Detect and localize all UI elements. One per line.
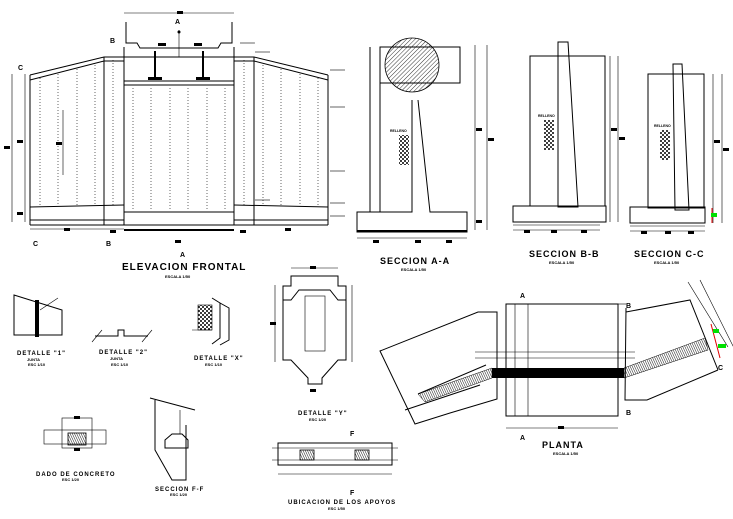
section-marker-b-top: B [110, 38, 115, 45]
title-seccion-b-b: SECCION B-B [529, 249, 600, 259]
view-detalle-x: DETALLE "X" ESC 1/10 [192, 297, 244, 367]
title-seccion-a-a: SECCION A-A [380, 256, 450, 266]
scale-detalle-y: ESC 1/20 [309, 417, 327, 422]
title-dado-concreto: DADO DE CONCRETO [36, 472, 116, 478]
section-marker-b-planta-bottom: B [626, 410, 631, 417]
view-elevacion-frontal: A B C C B A ELEVACION FRONTAL ESCALA 1/5… [4, 11, 345, 279]
scale-detalle-1: ESC 1/10 [28, 362, 46, 367]
view-seccion-c-c: RELLENO SECCION C-C ESCALA 1/50 [629, 63, 729, 265]
scale-seccion-a-a: ESCALA 1/50 [401, 267, 427, 272]
title-seccion-f-f: SECCION F-F [155, 487, 204, 493]
scale-seccion-f-f: ESC 1/20 [170, 492, 188, 497]
view-seccion-b-b: RELLENO SECCION B-B ESCALA 1/50 [512, 41, 625, 265]
scale-dado-concreto: ESC 1/20 [62, 477, 80, 482]
scale-detalle-x: ESC 1/10 [205, 362, 223, 367]
section-marker-b-bottom: B [106, 241, 111, 248]
section-marker-a-planta-top: A [520, 293, 525, 300]
label-relleno-c: RELLENO [654, 124, 671, 128]
section-marker-c-planta: C [718, 365, 723, 372]
joint-lines [39, 60, 319, 210]
section-marker-b-planta-top: B [626, 303, 631, 310]
title-planta: PLANTA [542, 440, 584, 450]
view-dado-concreto: DADO DE CONCRETO ESC 1/20 [36, 416, 116, 482]
level-marks [240, 42, 345, 217]
title-detalle-x: DETALLE "X" [194, 356, 244, 362]
title-elevacion-frontal: ELEVACION FRONTAL [122, 262, 246, 273]
section-marker-f-bottom: F [350, 490, 355, 497]
title-ubicacion-apoyos: UBICACION DE LOS APOYOS [288, 500, 396, 506]
view-detalle-y: DETALLE "Y" ESC 1/20 [270, 266, 353, 422]
title-detalle-2: DETALLE "2" [99, 350, 148, 356]
highlight-marker-planta-1 [713, 329, 719, 333]
subtitle-detalle-1: JUNTA [27, 357, 40, 362]
label-relleno-a: RELLENO [390, 129, 407, 133]
scale-seccion-c-c: ESCALA 1/50 [654, 260, 680, 265]
section-marker-c-bottom: C [33, 241, 38, 248]
scale-detalle-2: ESC 1/10 [111, 362, 129, 367]
section-marker-a-top: A [175, 19, 180, 26]
highlight-marker-planta-2 [718, 344, 726, 348]
view-detalle-2: DETALLE "2" JUNTA ESC 1/10 [91, 329, 153, 367]
title-detalle-y: DETALLE "Y" [298, 411, 348, 417]
subtitle-detalle-2: JUNTA [110, 356, 123, 361]
section-marker-f-top: F [350, 431, 355, 438]
view-ubicacion-apoyos: F F UBICACION DE LOS APOYOS ESC 1/50 [272, 431, 398, 511]
view-planta: A B B A C PLANTA ESCALA 1/50 [379, 279, 733, 456]
section-marker-c-left: C [18, 65, 23, 72]
label-relleno-b: RELLENO [538, 114, 555, 118]
section-marker-a-bottom: A [180, 252, 185, 259]
view-seccion-f-f: SECCION F-F ESC 1/20 [149, 397, 204, 497]
view-seccion-a-a: RELLENO SECCION A-A ESCALA 1/50 [356, 37, 494, 272]
section-marker-a-planta-bottom: A [520, 435, 525, 442]
scale-planta: ESCALA 1/50 [553, 451, 579, 456]
title-seccion-c-c: SECCION C-C [634, 249, 705, 259]
scale-ubicacion-apoyos: ESC 1/50 [328, 506, 346, 511]
highlight-marker [711, 213, 717, 217]
title-detalle-1: DETALLE "1" [17, 351, 66, 357]
scale-seccion-b-b: ESCALA 1/50 [549, 260, 575, 265]
view-detalle-1: DETALLE "1" JUNTA ESC 1/10 [13, 294, 66, 367]
scale-elevacion-frontal: ESCALA 1/50 [165, 274, 191, 279]
